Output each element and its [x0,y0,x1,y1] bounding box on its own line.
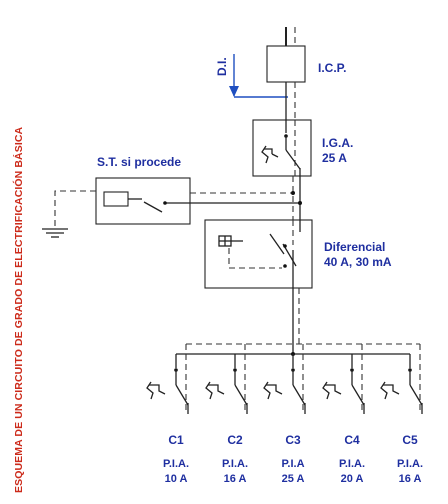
circuit-2-id: C2 [227,433,243,447]
circuit-1-blade [175,384,189,406]
circuit-2-blade [234,384,248,406]
di-label: D.I. [215,57,229,76]
circuit-5-type: P.I.A. [397,458,423,470]
circuit-5-trip-lever-icon [383,384,400,395]
iga-name: I.G.A. [322,136,353,150]
circuit-3-type: P.I.A [281,458,304,470]
differential-sensor-icon [218,235,243,247]
circuit-2-trip-lever-icon [208,384,225,395]
di-arrow-head [229,86,239,97]
circuit-5-blade [409,384,423,406]
st-contact [163,201,167,205]
circuit-2-rating: 16 A [224,473,247,485]
circuit-4-id: C4 [344,433,360,447]
circuit-3-rating: 25 A [282,473,305,485]
st-neutral-node [291,191,295,195]
st-trunk-node [298,201,302,205]
circuit-3-id: C3 [285,433,301,447]
circuit-5-id: C5 [402,433,418,447]
circuit-4-blade [351,384,365,406]
circuit-4-type: P.I.A. [339,458,365,470]
earth-ground-icon [42,228,68,238]
iga-switch-blade [285,149,301,170]
st-coil [103,191,129,207]
circuit-1-type: P.I.A. [163,458,189,470]
circuit-2-type: P.I.A. [222,458,248,470]
circuit-1-id: C1 [168,433,184,447]
circuit-breakers: C1P.I.A. 10 A C2P.I.A. 16 A C3P.I.A 25 A C4P.I… [146,344,423,485]
circuit-4-rating: 20 A [341,473,364,485]
st-earth-line [54,190,96,228]
breaker-trip-icon [261,145,279,164]
icp-label: I.C.P. [318,61,346,75]
st-blade [143,201,163,213]
diferencial-box [204,219,313,289]
diferencial-name: Diferencial [324,240,385,254]
icp-box [266,45,306,83]
circuit-4-trip-lever-icon [325,384,342,395]
st-label: S.T. si procede [97,155,181,169]
iga-box [252,119,312,177]
dif-node-1 [283,244,287,248]
circuit-3-blade [292,384,306,406]
dif-blade-1 [269,233,285,255]
circuit-1-rating: 10 A [165,473,188,485]
dif-node-2 [283,264,287,268]
side-title: ESQUEMA DE UN CIRCUITO DE GRADO DE ELECT… [12,126,25,493]
circuit-1-trip-lever-icon [149,384,166,395]
circuit-5-rating: 16 A [399,473,422,485]
dif-test-loop [228,248,282,269]
diferencial-rating: 40 A, 30 mA [324,255,392,269]
iga-rating: 25 A [322,151,347,165]
circuit-3-trip-lever-icon [266,384,283,395]
